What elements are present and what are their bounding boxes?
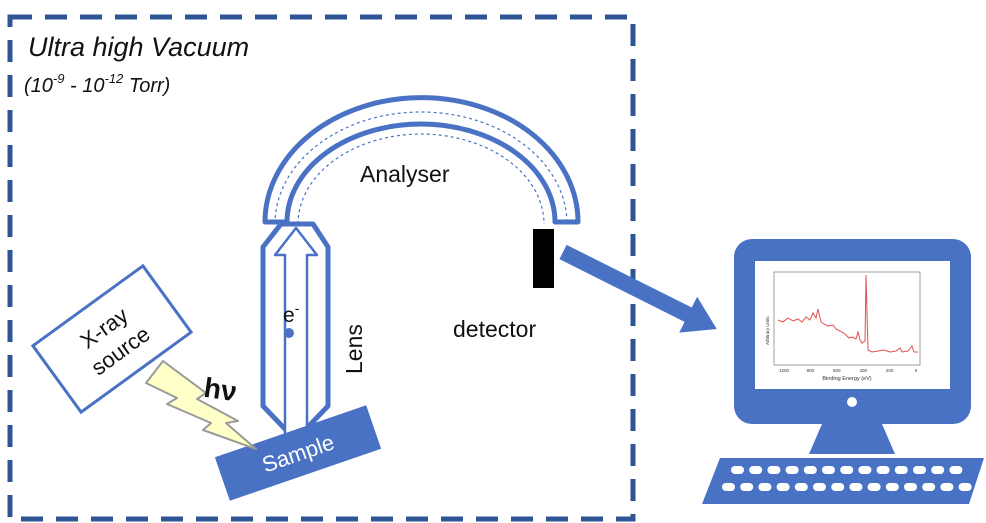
xray-source: X-ray source (30, 263, 194, 415)
spectrum-x-tick-label: 600 (833, 368, 841, 373)
electron-path-inner (297, 133, 545, 225)
spectrum-x-tick-label: 1200 (779, 368, 790, 373)
keyboard-key (922, 483, 936, 491)
electron-base: e (283, 304, 295, 327)
keyboard-key (822, 466, 835, 474)
pressure-exp1: -9 (53, 71, 65, 86)
keyboard-key (958, 483, 972, 491)
pressure-mid: - 10 (64, 75, 104, 97)
spectrum-x-tick-label: 200 (886, 368, 894, 373)
lens-label: Lens (341, 324, 367, 374)
keyboard-key (894, 466, 908, 474)
spectrum-plot: Arbitrary Units Binding Energy (eV) 1200… (765, 271, 921, 382)
keyboard-key (913, 466, 926, 474)
photon-label: hν (202, 372, 239, 407)
keyboard-base (702, 458, 984, 504)
spectrum-x-tick-label: 800 (807, 368, 815, 373)
monitor-stand (809, 424, 895, 454)
keyboard-key (831, 483, 845, 491)
keyboard-key (858, 466, 872, 474)
keyboard-key (849, 483, 863, 491)
keyboard-key (813, 483, 826, 491)
pressure-label: (10-9 - 10-12 Torr) (24, 71, 170, 97)
keyboard-key (867, 483, 881, 491)
detector-block (533, 229, 554, 288)
keyboard-key (767, 466, 781, 474)
analyser-label: Analyser (360, 161, 450, 187)
keyboard-keys (722, 466, 972, 491)
keyboard-key (776, 483, 790, 491)
spectrum-line (777, 274, 918, 353)
keyboard-key (722, 483, 735, 491)
pressure-exp2: -12 (105, 71, 125, 86)
spectrum-x-axis-label: Binding Energy (eV) (822, 376, 871, 382)
keyboard-key (758, 483, 772, 491)
spectrum-x-tick-label: 400 (859, 368, 867, 373)
detector-label: detector (453, 316, 536, 342)
monitor-screen (755, 261, 950, 389)
spectrum-y-axis-label: Arbitrary Units (765, 316, 770, 345)
keyboard-key (904, 483, 917, 491)
keyboard-key (931, 466, 945, 474)
keyboard-key (949, 466, 963, 474)
pressure-open: (10 (24, 75, 53, 97)
spectrum-axes-box (773, 271, 921, 366)
keyboard-key (740, 483, 754, 491)
electron-label: e- (283, 300, 300, 327)
output-arrow (559, 244, 717, 333)
keyboard-key (840, 466, 854, 474)
desktop-computer-icon (702, 239, 984, 504)
electron-sup: - (295, 300, 300, 316)
keyboard-key (749, 466, 763, 474)
keyboard-key (794, 483, 808, 491)
keyboard-key (876, 466, 890, 474)
keyboard-key (785, 466, 799, 474)
keyboard-key (803, 466, 817, 474)
keyboard-key (885, 483, 899, 491)
keyboard-key (940, 483, 954, 491)
spectrum-x-tick-label: 0 (915, 368, 918, 373)
vacuum-chamber-border (7, 14, 636, 522)
lightning-bolt-icon (145, 360, 257, 450)
lens-arrow (273, 226, 319, 438)
spectrum-x-ticks: 1200 800 600 400 200 0 (779, 368, 918, 373)
keyboard-key (731, 466, 744, 474)
electron-dot (284, 328, 294, 338)
chamber-title: Ultra high Vacuum (28, 32, 249, 62)
electron-path-outer (274, 111, 568, 225)
pressure-close: Torr) (123, 75, 170, 97)
analyser-hemisphere (262, 95, 581, 225)
power-button (847, 397, 857, 407)
